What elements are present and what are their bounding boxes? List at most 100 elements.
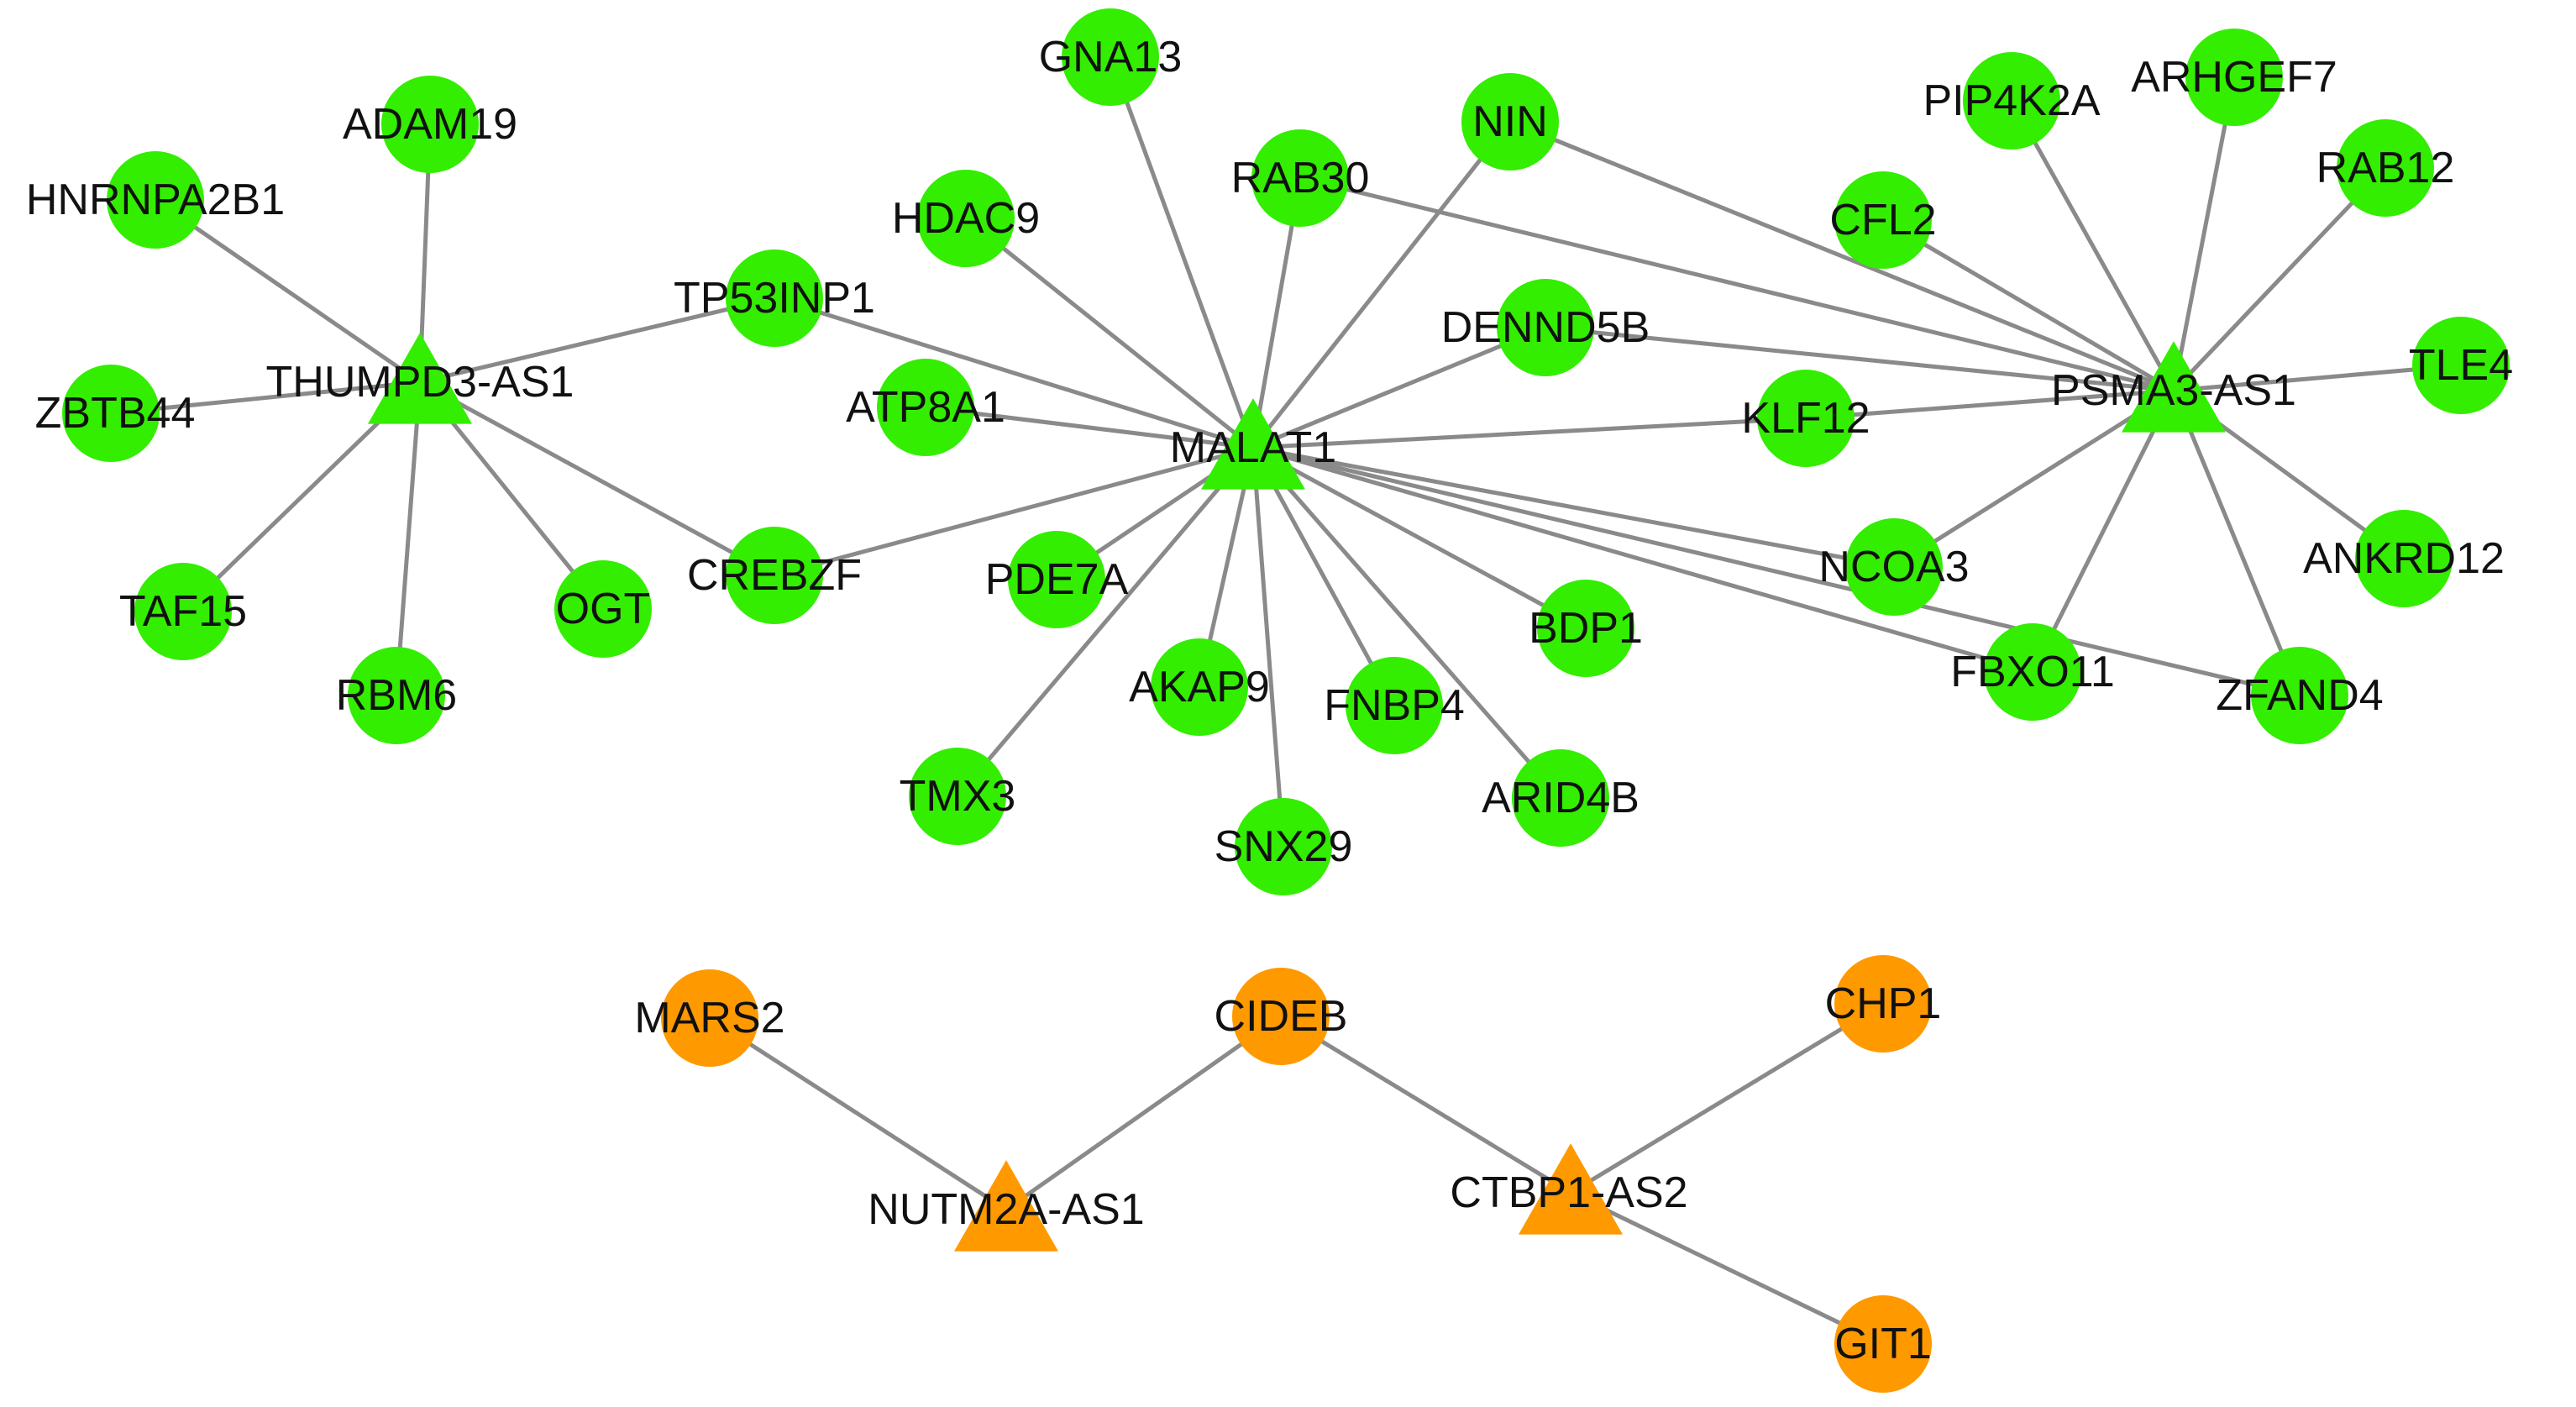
edge-malat1-ncoa3	[1252, 445, 1895, 570]
node-label-thumpd3-as1: THUMPD3-AS1	[266, 358, 574, 407]
node-adam19-circle	[381, 76, 479, 173]
node-rbm6-circle	[348, 647, 445, 744]
edge-malat1-fnbp4	[1251, 446, 1397, 707]
node-label-gna13: GNA13	[1039, 33, 1183, 81]
node-klf12-circle	[1757, 370, 1855, 467]
node-rab12-circle	[2337, 119, 2434, 217]
node-pip4k2a-circle	[1963, 52, 2060, 150]
node-rab30-circle	[1251, 129, 1349, 227]
node-label-rab12: RAB12	[2316, 144, 2455, 192]
node-cfl2-circle	[1834, 171, 1932, 269]
edge-malat1-arid4b	[1251, 446, 1562, 800]
edge-thumpd3-as1-hnrnpa2b1	[154, 197, 422, 385]
node-label-tmx3: TMX3	[900, 772, 1016, 821]
edge-thumpd3-as1-tp53inp1	[419, 296, 775, 385]
node-label-pde7a: PDE7A	[985, 555, 1129, 604]
edge-psma3-as1-pip4k2a	[2009, 99, 2176, 392]
node-zbtb44-circle	[62, 365, 160, 462]
node-label-ncoa3: NCOA3	[1818, 543, 1969, 591]
node-bdp1-circle	[1537, 580, 1634, 677]
node-label-nutm2a-as1: NUTM2A-AS1	[868, 1185, 1144, 1234]
node-label-rab30: RAB30	[1231, 154, 1370, 202]
node-label-arid4b: ARID4B	[1482, 774, 1640, 822]
node-thumpd3-as1-triangle	[368, 333, 472, 424]
node-tle4-circle	[2412, 317, 2510, 414]
node-label-fnbp4: FNBP4	[1324, 681, 1465, 730]
node-tmx3-circle	[909, 748, 1006, 845]
node-label-hdac9: HDAC9	[892, 194, 1040, 243]
node-label-ogt: OGT	[556, 585, 651, 633]
node-tp53inp1-circle	[726, 249, 823, 347]
edge-malat1-klf12	[1252, 416, 1807, 450]
node-hdac9-circle	[917, 170, 1015, 267]
node-fbxo11-circle	[1984, 623, 2081, 721]
node-label-mars2: MARS2	[634, 994, 784, 1042]
edge-thumpd3-as1-crebzf	[418, 380, 776, 578]
edges-layer	[110, 56, 2462, 1347]
node-gna13-circle	[1062, 8, 1159, 106]
node-label-git1: GIT1	[1834, 1320, 1932, 1368]
node-crebzf-circle	[726, 527, 823, 624]
node-zfand4-circle	[2251, 647, 2348, 744]
node-label-zbtb44: ZBTB44	[35, 389, 196, 438]
node-mars2-circle	[661, 969, 758, 1067]
edge-malat1-dennd5b	[1252, 325, 1546, 450]
node-label-pip4k2a: PIP4K2A	[1923, 76, 2100, 125]
node-label-rbm6: RBM6	[336, 671, 457, 720]
node-nin-circle	[1461, 73, 1559, 171]
node-label-snx29: SNX29	[1215, 822, 1353, 871]
node-label-tle4: TLE4	[2409, 341, 2513, 390]
node-label-malat1: MALAT1	[1170, 423, 1336, 472]
edge-malat1-gna13	[1108, 56, 1256, 449]
node-git1-circle	[1834, 1295, 1932, 1393]
node-label-zfand4: ZFAND4	[2216, 671, 2383, 720]
node-ankrd12-circle	[2355, 510, 2453, 607]
node-label-dennd5b: DENND5B	[1441, 303, 1650, 352]
edge-malat1-tp53inp1	[774, 296, 1254, 450]
edge-malat1-bdp1	[1251, 445, 1587, 631]
node-label-hnrnpa2b1: HNRNPA2B1	[26, 176, 285, 224]
node-label-akap9: AKAP9	[1129, 663, 1270, 711]
node-label-nin: NIN	[1472, 97, 1548, 146]
node-label-tp53inp1: TP53INP1	[674, 274, 875, 323]
edge-malat1-tmx3	[956, 446, 1255, 798]
edge-psma3-as1-fbxo11	[2030, 389, 2176, 674]
node-taf15-circle	[134, 563, 232, 660]
edge-malat1-zfand4	[1252, 445, 2301, 698]
node-label-ctbp1-as2: CTBP1-AS2	[1450, 1168, 1687, 1217]
edge-nutm2a-as1-mars2	[708, 1016, 1008, 1212]
edge-thumpd3-as1-zbtb44	[110, 380, 421, 416]
node-label-bdp1: BDP1	[1529, 604, 1643, 653]
edge-malat1-snx29	[1251, 447, 1286, 848]
node-label-klf12: KLF12	[1741, 394, 1870, 443]
node-malat1-triangle	[1201, 398, 1305, 490]
edge-ctbp1-as2-chp1	[1569, 1001, 1885, 1195]
node-dennd5b-circle	[1497, 279, 1594, 376]
node-atp8a1-circle	[877, 359, 974, 456]
edge-malat1-nin	[1251, 120, 1512, 449]
edge-malat1-crebzf	[774, 445, 1254, 578]
edge-ctbp1-as2-git1	[1569, 1190, 1885, 1347]
node-ogt-circle	[554, 560, 652, 658]
edge-psma3-as1-cfl2	[1881, 218, 2175, 393]
node-arid4b-circle	[1512, 749, 1609, 847]
edge-malat1-hdac9	[964, 217, 1255, 449]
nodes-layer	[62, 8, 2510, 1393]
edge-psma3-as1-ncoa3	[1892, 388, 2175, 570]
node-label-psma3-as1: PSMA3-AS1	[2051, 366, 2296, 415]
node-snx29-circle	[1235, 798, 1332, 895]
edge-malat1-fbxo11	[1252, 445, 2033, 675]
node-label-arhgef7: ARHGEF7	[2131, 53, 2337, 102]
node-akap9-circle	[1151, 638, 1248, 736]
node-psma3-as1-triangle	[2122, 341, 2226, 433]
node-nutm2a-as1-triangle	[954, 1160, 1058, 1252]
edge-psma3-as1-dennd5b	[1545, 325, 2175, 393]
node-label-adam19: ADAM19	[343, 100, 517, 149]
node-arhgef7-circle	[2185, 29, 2283, 126]
node-label-taf15: TAF15	[119, 587, 247, 636]
node-label-chp1: CHP1	[1825, 979, 1942, 1028]
node-fnbp4-circle	[1346, 657, 1443, 754]
edge-psma3-as1-arhgef7	[2171, 76, 2237, 391]
node-label-cideb: CIDEB	[1215, 992, 1348, 1041]
